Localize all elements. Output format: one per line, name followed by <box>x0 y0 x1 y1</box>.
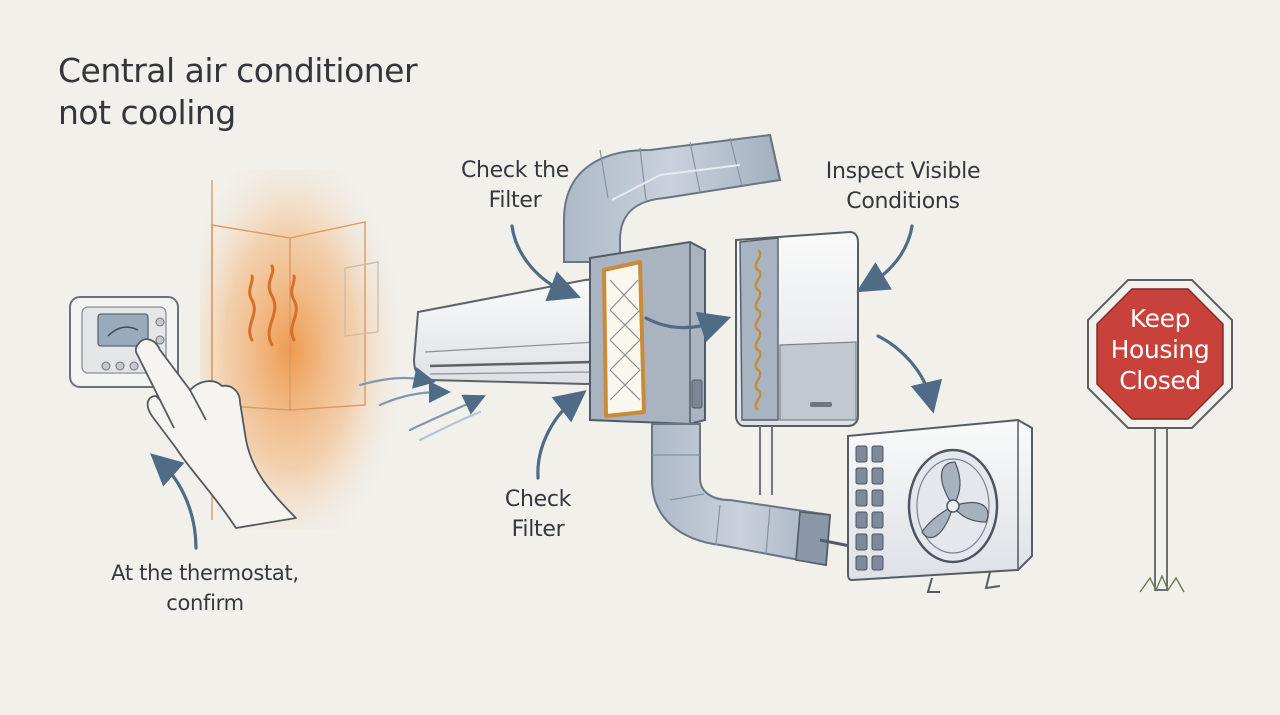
label-thermostat-line-1: At the thermostat, <box>111 561 299 585</box>
title-line-1: Central air conditioner <box>58 51 418 90</box>
sign-line-3: Closed <box>1119 366 1201 395</box>
airflow-lines <box>358 367 486 442</box>
sign-line-1: Keep <box>1129 304 1191 333</box>
fan-icon <box>907 448 999 564</box>
heat-waves-icon <box>248 264 298 347</box>
page-title: Central air conditioner not cooling <box>58 50 418 134</box>
label-thermostat-line-2: confirm <box>166 591 244 615</box>
evaporator-coil-icon <box>735 230 859 495</box>
label-check-filter: Check Filter <box>478 485 598 545</box>
label-check-the-filter-line-1: Check the <box>460 158 570 183</box>
label-check-filter-line-1: Check <box>504 487 572 512</box>
callout-arrows <box>150 224 942 550</box>
wall-unit-icon <box>412 278 605 386</box>
label-thermostat: At the thermostat, confirm <box>90 558 320 618</box>
label-check-filter-line-2: Filter <box>511 517 565 542</box>
hand-icon <box>134 338 297 529</box>
label-inspect-line-2: Conditions <box>846 189 960 214</box>
filter-icon <box>602 260 646 418</box>
stop-sign-text: Keep Housing Closed <box>1090 303 1230 396</box>
sign-line-2: Housing <box>1110 335 1210 364</box>
label-check-the-filter-line-2: Filter <box>488 188 542 213</box>
title-line-2: not cooling <box>58 93 236 132</box>
stop-sign-icon <box>1087 279 1233 593</box>
label-check-the-filter: Check the Filter <box>440 156 590 216</box>
label-inspect-line-1: Inspect Visible <box>825 159 981 184</box>
return-duct <box>651 423 851 567</box>
supply-duct <box>563 133 782 263</box>
label-inspect-visible-conditions: Inspect Visible Conditions <box>808 157 998 217</box>
